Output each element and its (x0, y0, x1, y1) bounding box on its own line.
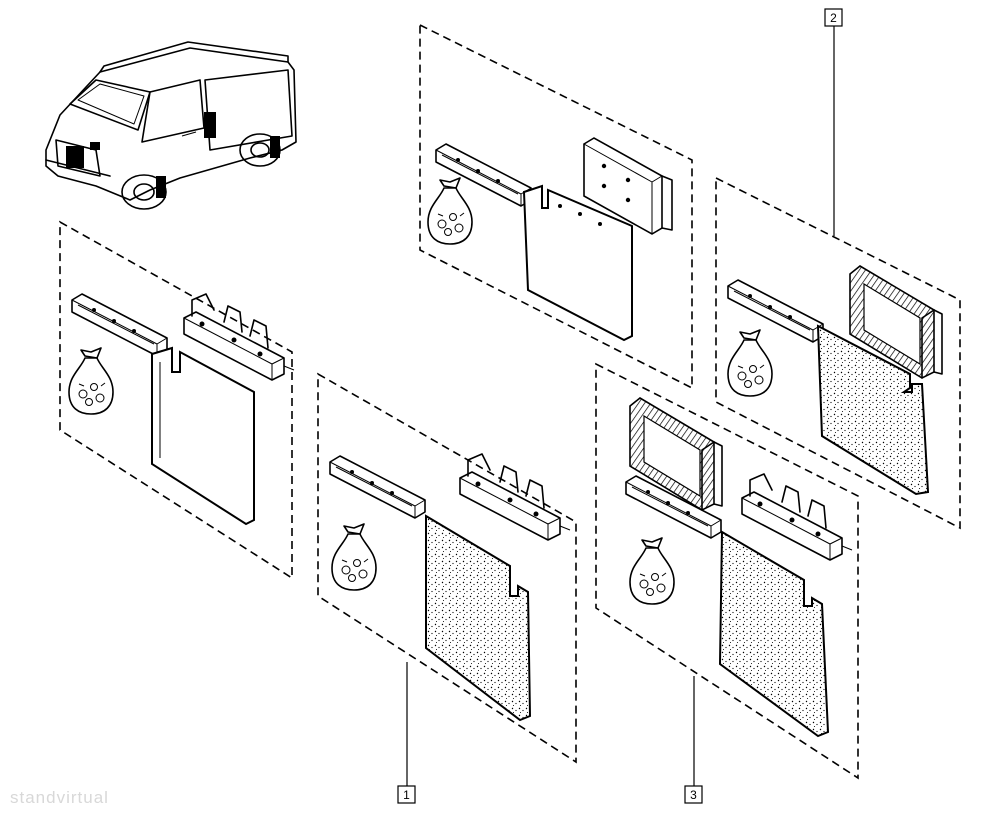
mud-flap-icon (522, 184, 633, 342)
callout-1: 1 (397, 662, 416, 804)
svg-text:2: 2 (830, 11, 837, 25)
mounting-rail-icon (435, 143, 532, 207)
kit-frame-c (715, 176, 961, 530)
callout-3: 3 (684, 676, 703, 804)
bracket-icon (459, 453, 571, 541)
kit-frame-a (59, 220, 295, 580)
mounting-rail-icon (71, 293, 168, 357)
mud-flap-icon (151, 346, 255, 526)
mounting-rail-icon (329, 455, 426, 519)
callout-2: 2 (824, 8, 843, 236)
watermark-text: standvirtual (10, 788, 109, 807)
hardware-bag-icon (427, 177, 473, 245)
mud-flap-icon (718, 530, 830, 738)
hardware-bag-icon (629, 537, 675, 605)
van-icon (45, 41, 297, 210)
mud-flap-icon (425, 514, 532, 722)
kit-frame-e (595, 362, 859, 780)
hardware-bag-icon (727, 329, 773, 397)
svg-text:1: 1 (403, 788, 410, 802)
hardware-bag-icon (331, 523, 377, 591)
bracket-icon (741, 473, 853, 561)
mud-flap-icon (816, 324, 930, 496)
svg-text:3: 3 (690, 788, 697, 802)
kit-frame-d (317, 372, 577, 764)
hardware-bag-icon (68, 347, 114, 415)
kit-frame-b (419, 23, 693, 390)
